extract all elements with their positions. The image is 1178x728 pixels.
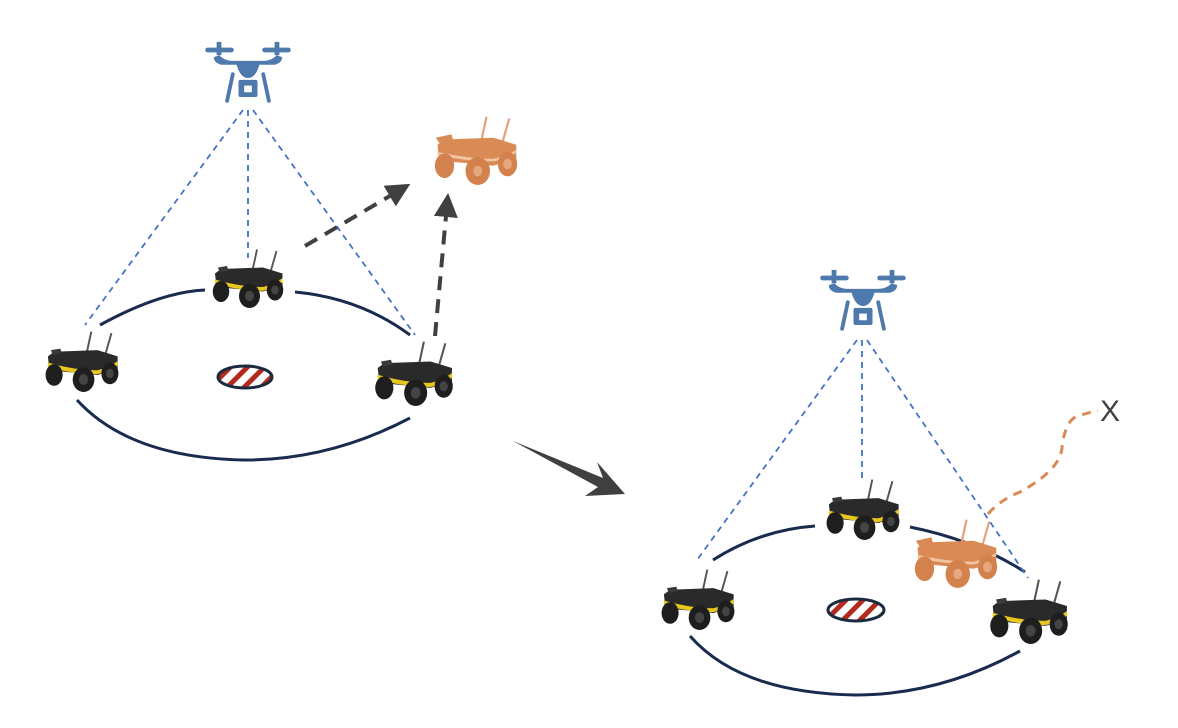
sensor-line xyxy=(252,109,416,336)
motion-arrow xyxy=(303,183,411,248)
drone-sensor-lines xyxy=(84,109,416,336)
ground-robot-icon xyxy=(211,248,285,308)
ground-robot-icon xyxy=(44,330,120,392)
ground-robot-icon xyxy=(989,578,1069,644)
transition-arrow-icon xyxy=(513,441,625,496)
panel-before xyxy=(44,40,519,462)
target-marker-icon xyxy=(826,597,886,623)
intruder-robot-icon xyxy=(433,115,519,185)
intruder-path xyxy=(986,409,1099,515)
sensor-line xyxy=(866,339,1029,579)
drone-icon xyxy=(203,40,293,103)
ground-robot-icon xyxy=(825,478,901,540)
sensor-line xyxy=(696,339,858,561)
ground-robot-icon xyxy=(660,568,736,630)
panel-after: X xyxy=(660,268,1120,697)
sensor-line xyxy=(84,109,244,326)
ground-robot-icon xyxy=(374,340,454,406)
intruder-motion-arrows xyxy=(303,183,458,337)
path-end-label: X xyxy=(1100,395,1120,428)
drone-icon xyxy=(818,268,908,331)
target-marker-icon xyxy=(216,364,274,390)
drone-sensor-lines xyxy=(696,339,1029,579)
motion-arrow xyxy=(433,193,458,337)
perimeter-ellipse xyxy=(75,288,411,462)
